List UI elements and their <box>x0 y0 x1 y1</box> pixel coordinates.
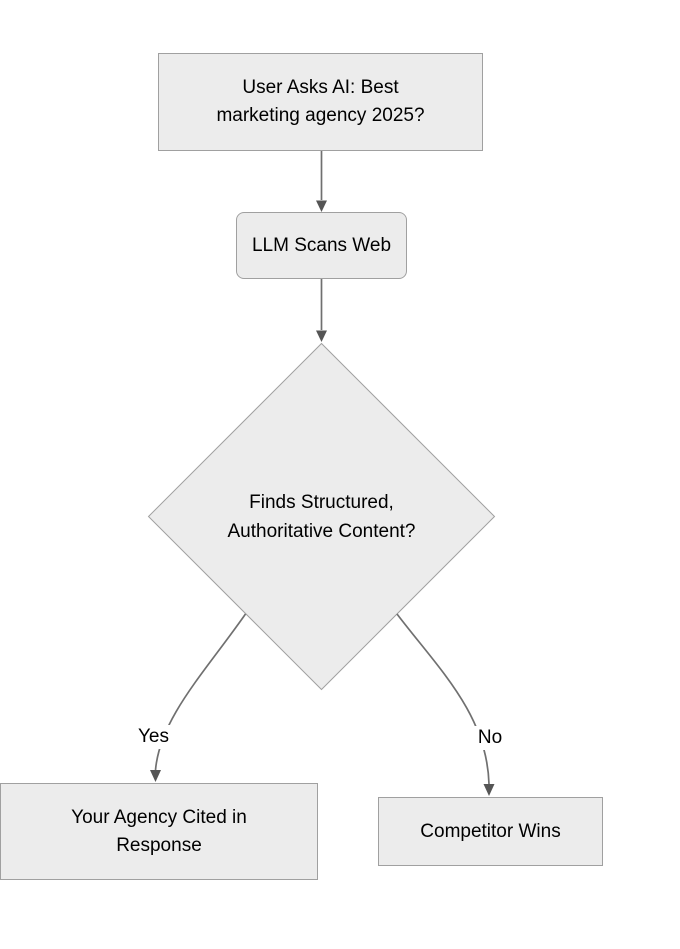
node-cited: Your Agency Cited in Response <box>0 783 318 880</box>
node-decision-label: Finds Structured, Authoritative Content? <box>227 491 416 542</box>
arrowhead-question-to-scan <box>316 200 327 212</box>
node-scan: LLM Scans Web <box>236 212 407 279</box>
arrowhead-decision-to-competitor <box>483 784 495 796</box>
node-competitor: Competitor Wins <box>378 797 603 866</box>
arrowhead-scan-to-decision <box>316 330 327 342</box>
node-scan-label: LLM Scans Web <box>251 234 392 256</box>
node-question-label: User Asks AI: Best marketing agency 2025… <box>216 77 425 126</box>
edge-label-no: No <box>472 726 508 750</box>
arrowhead-decision-to-cited <box>150 770 161 782</box>
edge-label-yes: Yes <box>133 725 174 749</box>
node-question: User Asks AI: Best marketing agency 2025… <box>158 53 483 151</box>
edge-decision-yes-to-cited <box>154 613 247 771</box>
node-competitor-label: Competitor Wins <box>420 820 561 842</box>
node-cited-label: Your Agency Cited in Response <box>71 806 247 856</box>
edge-decision-no-to-competitor <box>396 613 490 785</box>
decision-diamond-shape <box>147 342 496 691</box>
